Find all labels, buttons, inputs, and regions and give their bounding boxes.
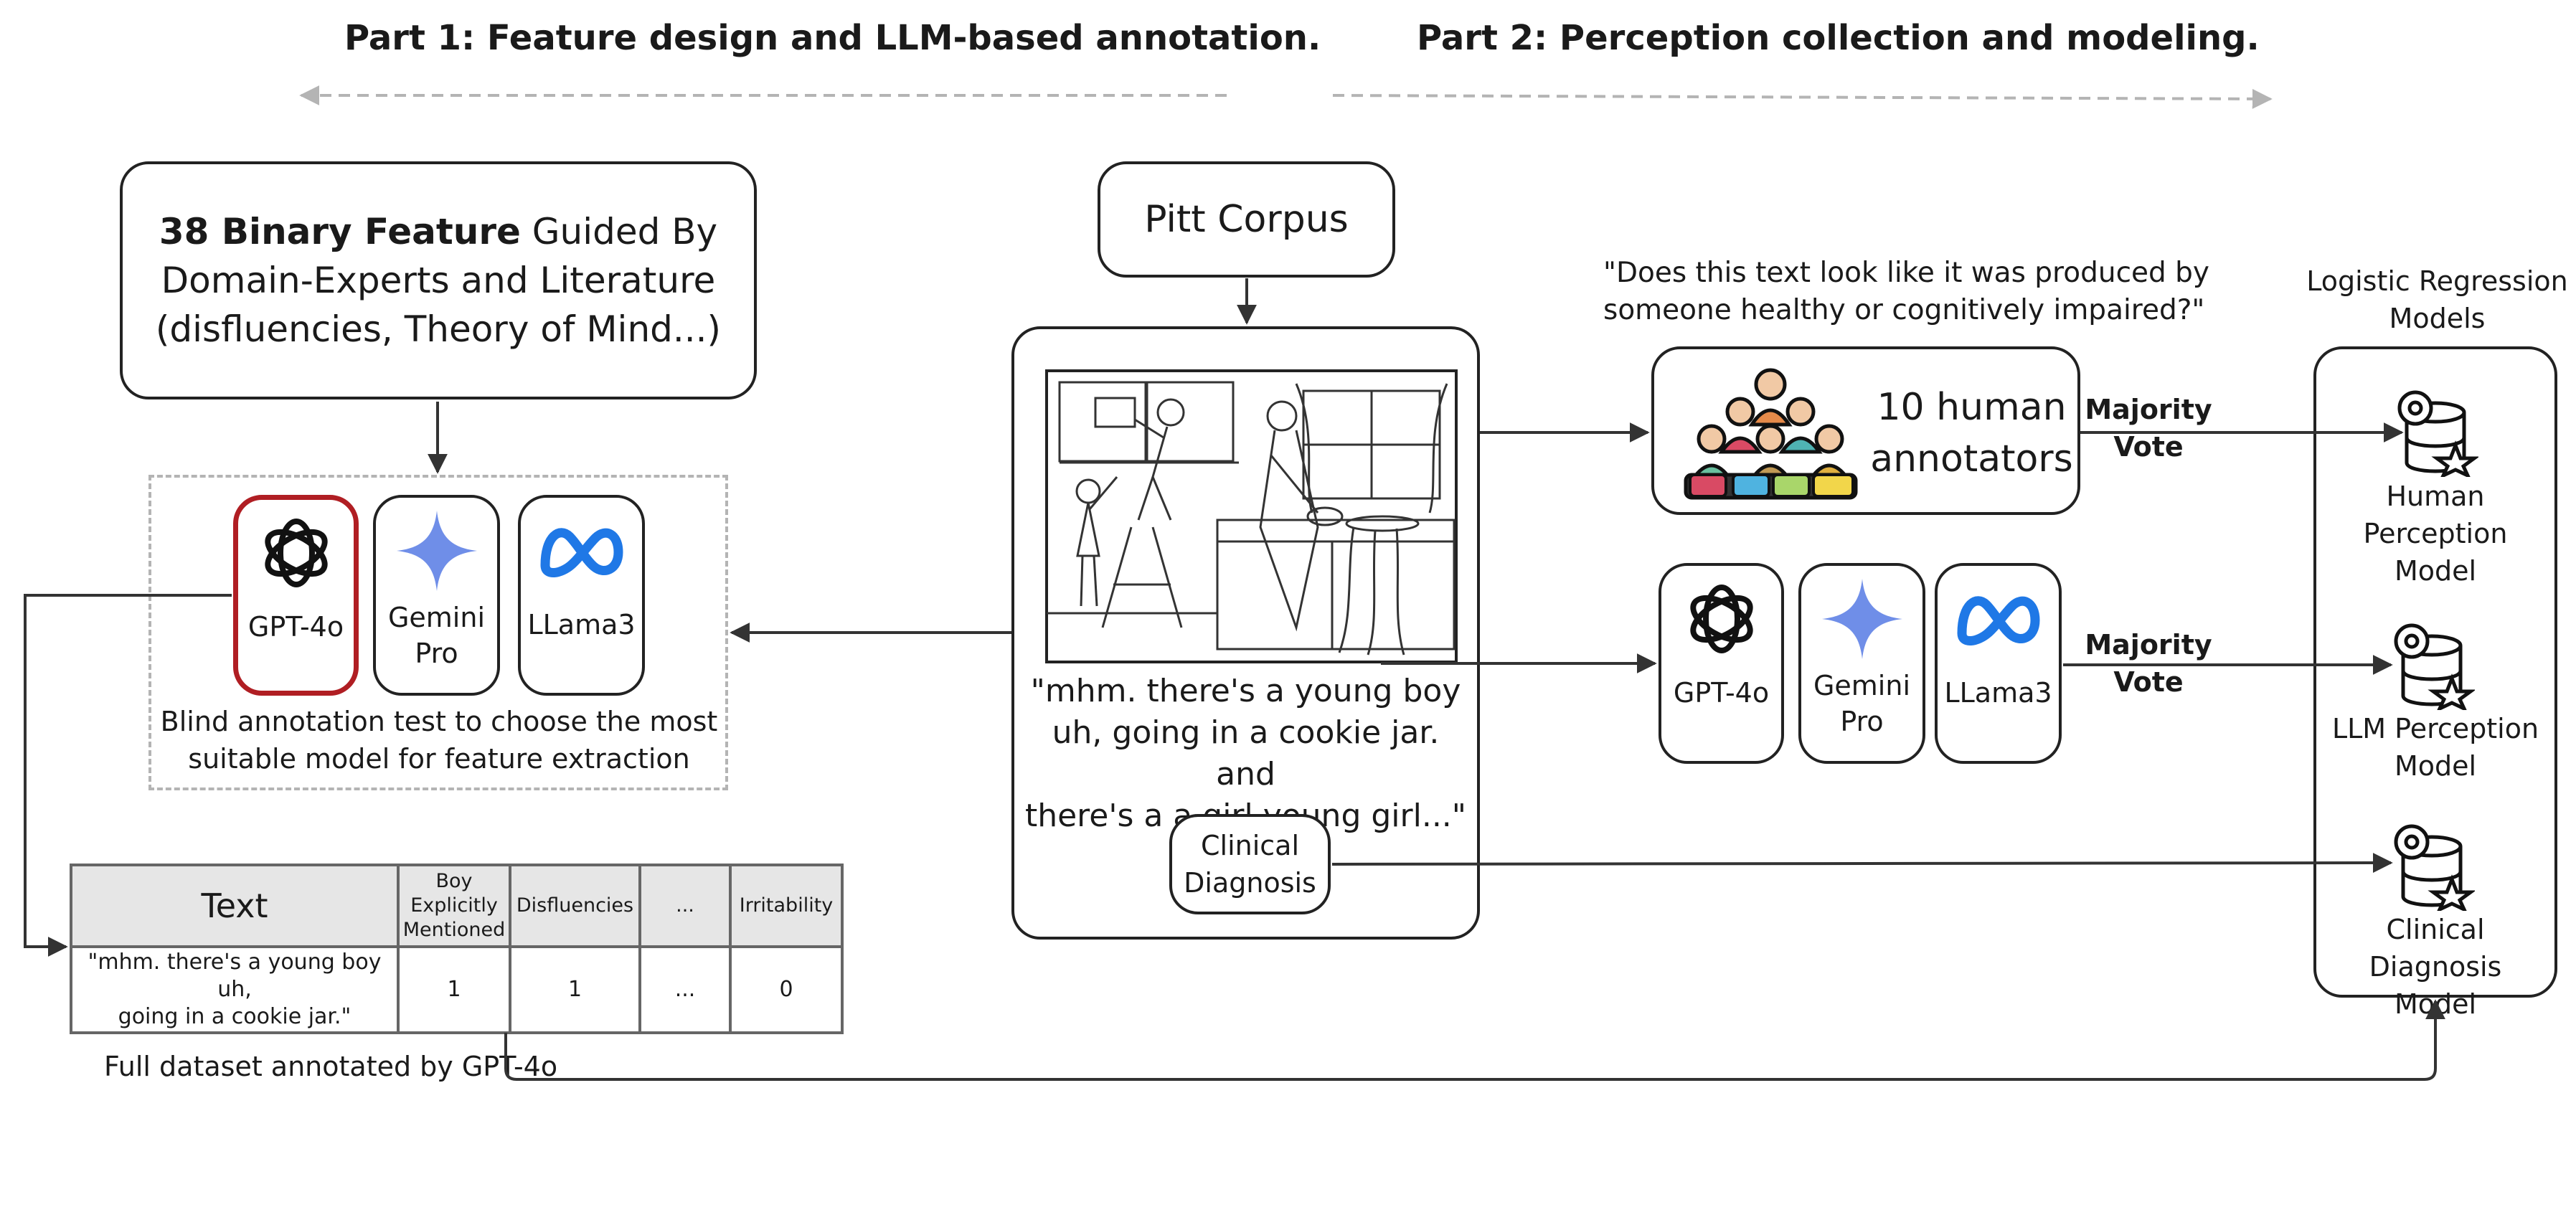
diagnosis-line2: Diagnosis [1184, 867, 1316, 899]
header-line: Explicitly [410, 894, 498, 917]
table-header-row: Text Boy Explicitly Mentioned Disfluenci… [70, 864, 844, 948]
cell-text-line2: going in a cookie jar." [118, 1004, 352, 1029]
majority-vote-llm: Majority Vote [2084, 626, 2213, 701]
model-subname: Pro [415, 638, 458, 669]
model-name: Gemini [387, 602, 486, 633]
arrow-diagnosis-to-model [1331, 853, 2393, 874]
feature-line3: (disfluencies, Theory of Mind...) [155, 308, 722, 350]
feature-guided: Guided By [520, 211, 718, 252]
model-label-line2: Model [2394, 555, 2477, 587]
pitt-corpus-box: Pitt Corpus [1098, 161, 1395, 278]
table-header-boy: Boy Explicitly Mentioned [397, 864, 511, 948]
model-selection-region [148, 475, 728, 790]
transcript-quote: "mhm. there's a young boy uh, going in a… [1022, 671, 1469, 837]
quote-line2: uh, going in a cookie jar. and [1052, 714, 1440, 793]
regression-title-line1: Logistic Regression [2306, 265, 2568, 297]
feature-line1: 38 Binary Feature Guided By [159, 207, 717, 256]
database-gear-icon [2394, 623, 2475, 710]
llm-perception-model-label: LLM Perception Model [2321, 710, 2550, 785]
vote-line2: Vote [2113, 666, 2184, 698]
vote-line1: Majority [2085, 394, 2212, 425]
model-card-gpt4o-selected: GPT-4o [233, 495, 359, 696]
part2-dashed-arrow [1332, 88, 2273, 109]
vote-line2: Vote [2113, 431, 2184, 463]
feature-line2: Domain-Experts and Literature [161, 260, 716, 301]
feature-table: Text Boy Explicitly Mentioned Disfluenci… [70, 864, 844, 1034]
clinical-diagnosis-box: Clinical Diagnosis [1169, 814, 1331, 914]
annotators-line1: 10 human [1877, 386, 2067, 429]
blind-test-line1: Blind annotation test to choose the most [160, 706, 718, 737]
model-label-line1: Human Perception [2363, 481, 2508, 549]
table-row: "mhm. there's a young boy uh, going in a… [70, 945, 844, 1034]
part2-title: Part 2: Perception collection and modeli… [1417, 18, 2260, 58]
cookie-theft-picture [1045, 369, 1458, 663]
header-line: Mentioned [402, 919, 506, 941]
table-cell-irritability: 0 [729, 945, 844, 1034]
arrow-table-to-models [504, 999, 2445, 1081]
blind-test-line2: suitable model for feature extraction [188, 743, 690, 775]
human-perception-model-label: Human Perception Model [2321, 478, 2550, 590]
model-label-line1: Clinical Diagnosis [2369, 914, 2502, 983]
model-name: LLama3 [1944, 677, 2052, 709]
openai-logo-icon [264, 519, 328, 587]
model-name: Gemini [1813, 670, 1911, 701]
meta-logo-icon [1957, 596, 2039, 645]
model-card-gemini-right: Gemini Pro [1798, 563, 1925, 764]
table-cell-ellipsis: ... [638, 945, 732, 1034]
database-gear-icon [2394, 824, 2475, 911]
vote-line1: Majority [2085, 629, 2212, 661]
meta-logo-icon [540, 528, 623, 577]
model-card-gpt4o-right: GPT-4o [1659, 563, 1784, 764]
model-name: LLama3 [527, 609, 636, 640]
table-cell-disfluencies: 1 [509, 945, 641, 1034]
quote-line1: "mhm. there's a young boy [1030, 673, 1461, 709]
cell-text-line1: "mhm. there's a young boy uh, [88, 950, 382, 1002]
model-name: GPT-4o [1673, 677, 1770, 709]
annotators-line2: annotators [1870, 437, 2073, 481]
table-cell-text: "mhm. there's a young boy uh, going in a… [70, 945, 400, 1034]
majority-vote-human: Majority Vote [2084, 391, 2213, 465]
model-label-line2: Model [2394, 750, 2477, 782]
question-line1: "Does this text look like it was produce… [1603, 257, 2209, 289]
openai-logo-icon [1689, 585, 1753, 653]
model-subname: Pro [1840, 706, 1884, 737]
model-card-llama3-right: LLama3 [1935, 563, 2062, 764]
feature-count: 38 Binary Feature [159, 211, 521, 252]
diagnosis-line1: Clinical [1200, 830, 1300, 861]
arrow-gpt-to-table [24, 594, 232, 957]
model-card-gemini: Gemini Pro [373, 495, 500, 696]
feature-design-box: 38 Binary Feature Guided By Domain-Exper… [120, 161, 757, 399]
clinical-diagnosis-model-label: Clinical Diagnosis Model [2321, 911, 2550, 1023]
model-label-line1: LLM Perception [2331, 713, 2539, 744]
table-header-text: Text [70, 864, 400, 948]
annotators-label: 10 human annotators [1869, 382, 2074, 485]
header-line: Boy [435, 870, 473, 892]
gemini-star-icon [1821, 579, 1902, 659]
regression-title: Logistic Regression Models [2296, 262, 2576, 337]
table-header-irritability: Irritability [729, 864, 844, 948]
regression-title-line2: Models [2389, 303, 2486, 334]
model-card-llama3: LLama3 [518, 495, 645, 696]
crowd-icon [1684, 368, 1858, 500]
database-gear-icon [2397, 390, 2478, 477]
table-header-ellipsis: ... [638, 864, 732, 948]
gemini-star-icon [396, 511, 477, 591]
model-name: GPT-4o [247, 611, 344, 643]
table-cell-boy: 1 [397, 945, 511, 1034]
part1-title: Part 1: Feature design and LLM-based ann… [344, 18, 1321, 58]
blind-test-caption: Blind annotation test to choose the most… [156, 703, 722, 777]
perception-question: "Does this text look like it was produce… [1603, 255, 2209, 329]
human-annotators-box: 10 human annotators [1651, 346, 2080, 515]
table-header-disfluencies: Disfluencies [509, 864, 641, 948]
question-line2: someone healthy or cognitively impaired?… [1603, 294, 2205, 326]
table-caption: Full dataset annotated by GPT-4o [104, 1051, 558, 1082]
